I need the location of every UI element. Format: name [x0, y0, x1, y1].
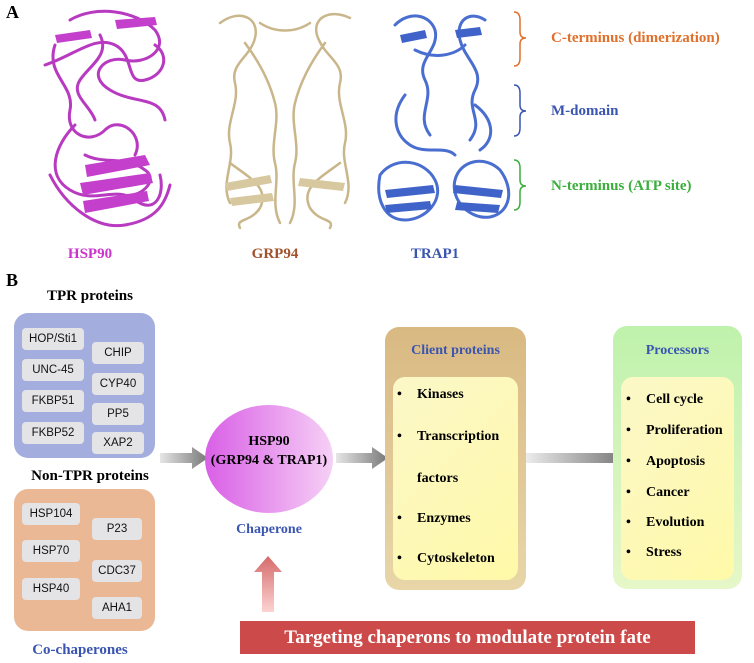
arrow-chaperone-to-client: [336, 447, 388, 469]
tpr-chip-pp5: PP5: [92, 403, 144, 425]
processor-item-cancer: Cancer: [624, 485, 736, 515]
tpr-chip-xap2: XAP2: [92, 432, 144, 454]
non-tpr-chip-hsp104: HSP104: [22, 503, 80, 525]
tpr-chip-hop-sti1: HOP/Sti1: [22, 328, 84, 350]
tpr-chip-cyp40: CYP40: [92, 373, 144, 395]
tpr-chip-chip: CHIP: [92, 342, 144, 364]
client-proteins-title: Client proteins: [411, 343, 500, 358]
c-terminus-bracket: [513, 11, 527, 67]
co-chaperones-label: Co-chaperones: [32, 642, 128, 658]
c-terminus-label: C-terminus (dimerization): [551, 30, 720, 46]
n-terminus-label: N-terminus (ATP site): [551, 178, 692, 194]
panel-b-letter: B: [6, 270, 19, 290]
client-item-factors: factors: [417, 471, 459, 486]
processors-title: Processors: [645, 343, 710, 358]
tpr-chip-fkbp52: FKBP52: [22, 422, 84, 444]
trap1-label: TRAP1: [410, 246, 460, 262]
m-domain-bracket: [513, 84, 527, 137]
n-terminus-bracket: [513, 159, 527, 211]
hsp90-label: HSP90: [67, 246, 113, 262]
non-tpr-chip-aha1: AHA1: [92, 597, 142, 619]
non-tpr-chip-p23: P23: [92, 518, 142, 540]
tpr-chip-fkbp51: FKBP51: [22, 390, 84, 412]
tpr-proteins-title: TPR proteins: [47, 288, 133, 304]
arrow-cochaperones-to-chaperone: [160, 447, 208, 469]
processor-item-cell-cycle: Cell cycle: [624, 392, 736, 423]
grp94-label: GRP94: [251, 246, 299, 262]
chaperone-title-line2: (GRP94 & TRAP1): [210, 453, 328, 468]
trap1-structure-image: [377, 14, 511, 222]
domain-brackets: [513, 11, 527, 211]
processor-item-stress: Stress: [624, 545, 736, 575]
chaperone-circle: [205, 405, 333, 513]
client-proteins-list: Kinases Transcription factors Enzymes Cy…: [395, 387, 520, 581]
processor-item-apoptosis: Apoptosis: [624, 454, 736, 485]
arrow-client-to-processors: [526, 447, 636, 469]
non-tpr-chip-cdc37: CDC37: [92, 560, 142, 582]
non-tpr-proteins-title: Non-TPR proteins: [31, 468, 149, 484]
chaperone-caption: Chaperone: [236, 522, 302, 537]
client-item-cytoskeleton: Cytoskeleton: [395, 551, 520, 581]
non-tpr-chip-hsp70: HSP70: [22, 540, 80, 562]
processors-list: Cell cycle Proliferation Apoptosis Cance…: [624, 392, 736, 575]
processor-item-evolution: Evolution: [624, 515, 736, 545]
processor-item-proliferation: Proliferation: [624, 423, 736, 454]
grp94-structure-image: [218, 12, 352, 230]
hsp90-structure-image: [43, 9, 172, 228]
chaperone-title-line1: HSP90: [248, 434, 290, 449]
tpr-chip-unc45: UNC-45: [22, 359, 84, 381]
non-tpr-chip-hsp40: HSP40: [22, 578, 80, 600]
m-domain-label: M-domain: [551, 103, 619, 119]
client-item-enzymes: Enzymes: [395, 511, 520, 551]
panel-a-letter: A: [6, 2, 19, 22]
targeting-up-arrow: [254, 556, 282, 612]
client-item-kinases: Kinases: [395, 387, 520, 429]
targeting-banner: Targeting chaperons to modulate protein …: [240, 621, 695, 654]
client-item-transcription: Transcription: [395, 429, 520, 471]
